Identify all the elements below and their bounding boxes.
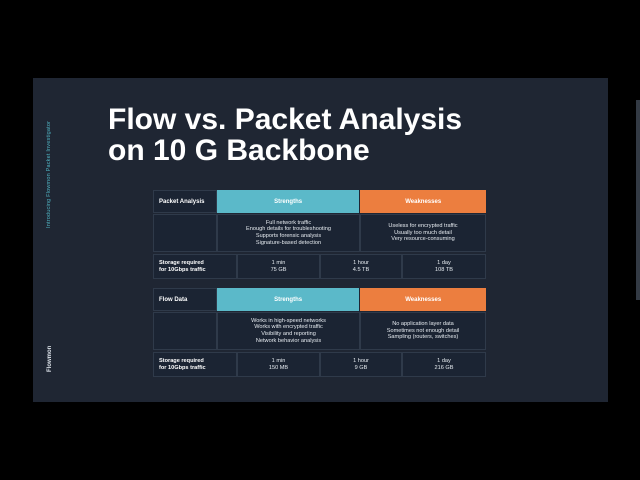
strengths-list: Full network traffic Enough details for … [217, 214, 360, 252]
list-item: Works with encrypted traffic [254, 324, 323, 331]
storage-size: 216 GB [434, 364, 454, 371]
table-label: Packet Analysis [153, 190, 217, 213]
storage-period: 1 day [437, 357, 451, 364]
adjacent-window-edge [636, 100, 640, 300]
strengths-list: Works in high-speed networks Works with … [217, 312, 360, 350]
list-item: Sampling (routers, switches) [387, 334, 459, 341]
table-body-label-cell [153, 214, 217, 252]
list-item: No application layer data [392, 321, 454, 328]
storage-cell: 1 day 216 GB [402, 352, 486, 377]
list-item: Signature-based detection [255, 239, 322, 246]
list-item: Usually too much detail [394, 229, 452, 236]
sidebar-caption: Introducing Flowmon Packet Investigator [46, 120, 52, 228]
table-header-row: Flow Data Strengths Weaknesses [153, 288, 486, 311]
table-header-row: Packet Analysis Strengths Weaknesses [153, 190, 486, 213]
storage-label: Storage required for 10Gbps traffic [153, 254, 237, 279]
storage-row: Storage required for 10Gbps traffic 1 mi… [153, 352, 486, 377]
storage-size: 108 TB [435, 266, 453, 273]
table-body-label-cell [153, 312, 217, 350]
storage-cell: 1 hour 9 GB [320, 352, 402, 377]
packet-analysis-table: Packet Analysis Strengths Weaknesses Ful… [153, 190, 486, 280]
weaknesses-header: Weaknesses [360, 190, 486, 213]
strengths-header: Strengths [216, 288, 360, 311]
storage-period: 1 hour [353, 259, 369, 266]
table-body-row: Works in high-speed networks Works with … [153, 312, 486, 350]
storage-size: 150 MB [268, 364, 289, 371]
list-item: Full network traffic [265, 219, 312, 226]
table-body-row: Full network traffic Enough details for … [153, 214, 486, 252]
weaknesses-list: No application layer data Sometimes not … [360, 312, 486, 350]
list-item: Visibility and reporting [261, 331, 316, 337]
storage-label-line: Storage required [159, 259, 204, 266]
list-item: Useless for encrypted traffic [388, 223, 458, 230]
storage-cell: 1 min 75 GB [237, 254, 320, 279]
storage-label-line: for 10Gbps traffic [159, 266, 206, 273]
storage-cell: 1 day 108 TB [402, 254, 486, 279]
slide-title-line-1: Flow vs. Packet Analysis [108, 103, 463, 136]
storage-label-line: Storage required [159, 357, 204, 364]
brand-logo-text: Flowmon [47, 345, 53, 372]
slide-title: Flow vs. Packet Analysis on 10 G Backbon… [108, 104, 588, 166]
storage-size: 75 GB [270, 266, 287, 273]
weaknesses-list: Useless for encrypted traffic Usually to… [360, 214, 486, 252]
table-label: Flow Data [153, 288, 217, 311]
storage-period: 1 min [271, 357, 286, 364]
storage-cell: 1 min 150 MB [237, 352, 320, 377]
flow-data-table: Flow Data Strengths Weaknesses Works in … [153, 288, 486, 378]
list-item: Supports forensic analysis [255, 233, 322, 239]
weaknesses-header: Weaknesses [360, 288, 486, 311]
storage-period: 1 hour [353, 357, 369, 364]
storage-period: 1 min [271, 259, 286, 266]
list-item: Network behavior analysis [255, 337, 322, 344]
list-item: Works in high-speed networks [251, 317, 326, 324]
slide-title-line-2: on 10 G Backbone [108, 134, 370, 167]
storage-label: Storage required for 10Gbps traffic [153, 352, 237, 377]
storage-cell: 1 hour 4.5 TB [320, 254, 402, 279]
list-item: Enough details for troubleshooting [246, 226, 331, 233]
storage-size: 4.5 TB [352, 266, 370, 273]
list-item: Sometimes not enough detail [386, 327, 460, 334]
strengths-header: Strengths [216, 190, 360, 213]
storage-row: Storage required for 10Gbps traffic 1 mi… [153, 254, 486, 279]
storage-period: 1 day [437, 259, 451, 266]
storage-label-line: for 10Gbps traffic [159, 364, 206, 371]
list-item: Very resource-consuming [391, 236, 455, 243]
storage-size: 9 GB [354, 364, 368, 371]
